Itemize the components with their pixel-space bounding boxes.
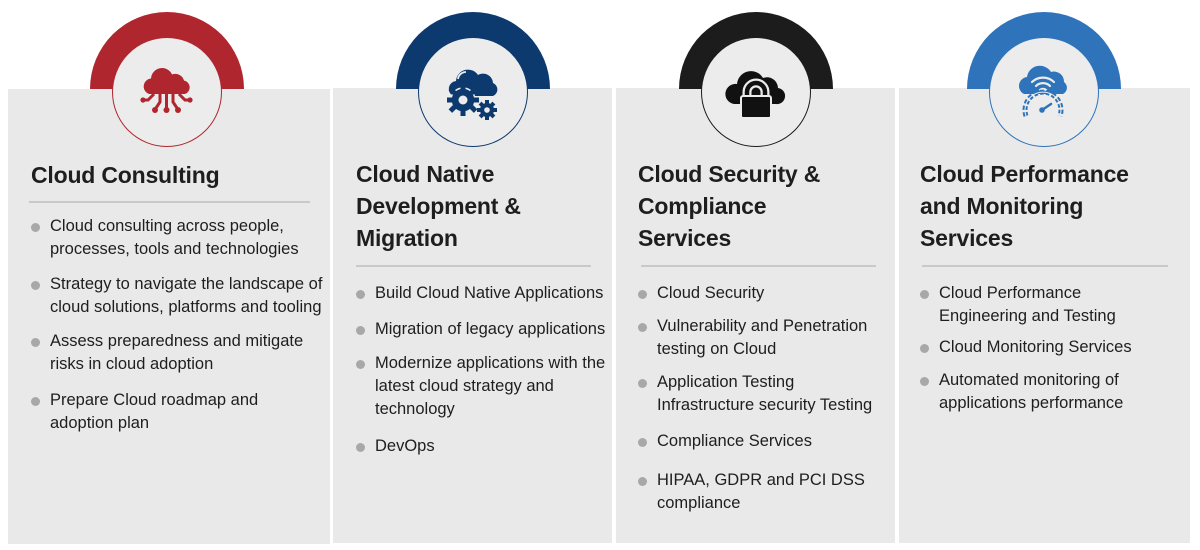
cloud-speedometer-icon xyxy=(1019,65,1067,117)
service-item-list: Cloud consulting across people, processe… xyxy=(31,215,326,435)
list-item: Modernize applications with the latest c… xyxy=(356,352,606,421)
cloud-lock-icon xyxy=(725,71,786,119)
service-item-list: Cloud Performance Engineering and Testin… xyxy=(920,282,1160,415)
list-item: Build Cloud Native Applications xyxy=(356,282,606,305)
divider xyxy=(641,265,876,267)
icon-badge xyxy=(418,37,528,147)
divider xyxy=(29,201,310,203)
list-item: DevOps xyxy=(356,435,606,458)
service-item-list: Build Cloud Native Applications Migratio… xyxy=(356,282,606,458)
service-title: Cloud Native Development & Migration xyxy=(356,161,521,251)
list-item: Vulnerability and Penetration testing on… xyxy=(638,315,893,361)
service-item-list: Cloud Security Vulnerability and Penetra… xyxy=(638,282,893,515)
divider xyxy=(356,265,591,267)
service-card-cloud-consulting xyxy=(8,89,330,544)
list-item: Automated monitoring of applications per… xyxy=(920,369,1160,415)
list-item: Cloud Performance Engineering and Testin… xyxy=(920,282,1160,328)
list-item: Cloud Security xyxy=(638,282,893,305)
list-item: Compliance Services xyxy=(638,430,893,453)
cloud-network-icon xyxy=(140,68,193,113)
list-item: Prepare Cloud roadmap and adoption plan xyxy=(31,389,326,435)
list-item: Migration of legacy applications xyxy=(356,318,606,341)
service-title: Cloud Security & Compliance Services xyxy=(638,161,821,251)
divider xyxy=(922,265,1168,267)
list-item: Cloud Monitoring Services xyxy=(920,336,1160,359)
icon-badge xyxy=(701,37,811,147)
list-item: Cloud consulting across people, processe… xyxy=(31,215,326,261)
list-item: HIPAA, GDPR and PCI DSS compliance xyxy=(638,469,893,515)
cloud-gears-icon xyxy=(447,69,498,120)
service-card-cloud-performance xyxy=(899,88,1190,543)
service-card-cloud-security xyxy=(616,88,895,543)
list-item: Application Testing Infrastructure secur… xyxy=(638,371,893,417)
icon-badge xyxy=(989,37,1099,147)
list-item: Strategy to navigate the landscape of cl… xyxy=(31,273,326,319)
service-card-cloud-native xyxy=(333,88,612,543)
icon-badge xyxy=(112,37,222,147)
service-title: Cloud Consulting xyxy=(31,162,220,188)
list-item: Assess preparedness and mitigate risks i… xyxy=(31,330,326,376)
service-title: Cloud Performance and Monitoring Service… xyxy=(920,161,1129,251)
